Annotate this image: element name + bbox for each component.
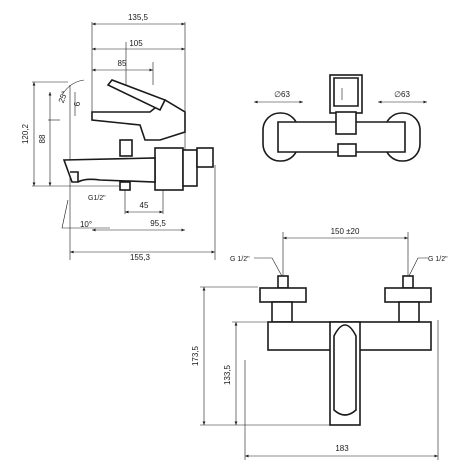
- side-wall-plate: [182, 149, 198, 187]
- angle-25: 25°: [57, 90, 70, 104]
- diameter-left: ∅63: [274, 90, 290, 99]
- diameter-right: ∅63: [394, 90, 410, 99]
- dim-45: 45: [140, 201, 149, 210]
- dim-155-3: 155,3: [130, 253, 151, 262]
- dim-95-5: 95,5: [150, 219, 166, 228]
- side-handle-lever: [106, 79, 167, 112]
- leader-thread-left: [254, 257, 284, 279]
- dim-135-5: 135,5: [128, 13, 149, 22]
- dim-150: 150 ±20: [331, 227, 360, 236]
- front-right-stem: [402, 275, 414, 289]
- side-body: [154, 147, 184, 191]
- dim-183: 183: [335, 444, 349, 453]
- front-left-nut: [259, 287, 307, 303]
- leader-thread-right: [407, 257, 428, 279]
- front-left-stem: [277, 275, 289, 289]
- side-handle-base: [91, 99, 186, 141]
- side-diverter-knob: [119, 139, 133, 157]
- front-right-pipe: [398, 301, 420, 323]
- dim-120-2: 120,2: [21, 123, 30, 144]
- thread-label-right: G 1/2": [428, 256, 448, 263]
- top-outlet: [337, 143, 357, 157]
- dim-173-5: 173,5: [191, 345, 200, 366]
- angle-arc-25: [61, 79, 85, 96]
- front-handle: [333, 324, 357, 416]
- front-view: 150 ±20 G 1/2" G 1/2" 173,5 133,5 183: [191, 227, 448, 460]
- side-view: 135,5 105 85 25° 6 120,2 88 G1/2" 45 10°…: [21, 13, 216, 262]
- top-body: [277, 121, 406, 153]
- dim-105: 105: [129, 39, 143, 48]
- dim-6: 6: [73, 101, 82, 106]
- front-left-pipe: [271, 301, 293, 323]
- angle-10: 10°: [80, 220, 92, 229]
- side-nut: [196, 147, 214, 168]
- thread-label-side: G1/2": [88, 195, 106, 202]
- top-cartridge: [335, 111, 357, 135]
- side-outlet: [119, 181, 131, 191]
- front-right-nut: [384, 287, 432, 303]
- front-handle-column: [329, 321, 361, 426]
- dim-85: 85: [118, 59, 127, 68]
- thread-label-left: G 1/2": [230, 256, 250, 263]
- dim-88: 88: [38, 134, 47, 143]
- angle-leader-10: [61, 199, 110, 229]
- dim-133-5: 133,5: [223, 364, 232, 385]
- top-view: ∅63 ∅63: [254, 74, 427, 162]
